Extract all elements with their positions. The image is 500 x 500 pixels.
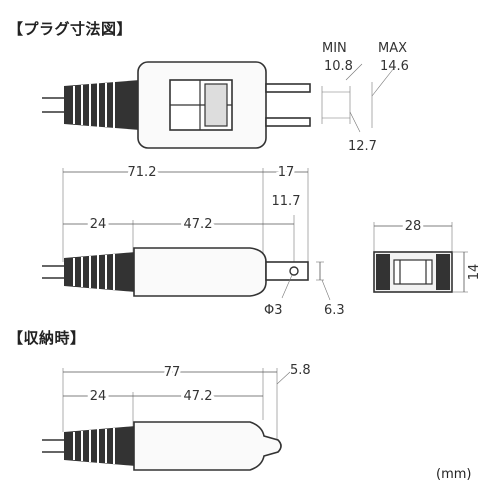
svg-text:77: 77	[164, 365, 181, 380]
plug-dimension-title: 【プラグ寸法図】	[8, 20, 133, 38]
blade-length: 17	[278, 165, 295, 180]
svg-text:24: 24	[90, 217, 107, 232]
svg-text:17: 17	[278, 165, 295, 180]
blade-width: 6.3	[324, 303, 345, 318]
stowed-title: 【収納時】	[8, 329, 86, 347]
stowed-total-length: 77	[164, 365, 181, 380]
total-length: 71.2	[128, 165, 157, 180]
body-section-length: 47.2	[184, 217, 213, 232]
unit-label: (mm)	[436, 467, 472, 482]
end-width: 28	[405, 219, 422, 234]
min-label: MIN	[322, 41, 347, 56]
svg-text:28: 28	[405, 219, 422, 234]
stowed-tip-length: 5.8	[290, 363, 311, 378]
cord-section-length: 24	[90, 217, 107, 232]
stowed-body	[133, 421, 282, 471]
svg-text:71.2: 71.2	[128, 165, 157, 180]
plug-top-view: MIN 10.8 MAX 14.6 12.7	[42, 41, 409, 154]
blade-end-length: 11.7	[272, 194, 301, 209]
side-blade	[265, 261, 309, 281]
end-height: 14	[467, 264, 482, 281]
stowed-view: 77 77 5.8 24 24 47.2 47.2	[42, 362, 311, 471]
strain-relief-boot	[64, 80, 140, 130]
stowed-body-section: 47.2	[184, 389, 213, 404]
plug-end-view: 28 28 14	[373, 216, 482, 293]
stowed-cord-section: 24	[90, 389, 107, 404]
svg-text:47.2: 47.2	[184, 217, 213, 232]
blade-gap-value: 12.7	[348, 139, 377, 154]
blade-upper	[265, 83, 311, 93]
boot-ribs	[73, 82, 115, 128]
blade-hole	[289, 266, 299, 276]
svg-text:47.2: 47.2	[184, 389, 213, 404]
max-value: 14.6	[380, 59, 409, 74]
max-label: MAX	[378, 41, 407, 56]
plug-side-view: 71.2 71.2 17 17 24 24 47.2 47.2 11.7 6.	[42, 162, 345, 318]
svg-text:24: 24	[90, 389, 107, 404]
min-value: 10.8	[324, 59, 353, 74]
side-body	[133, 247, 267, 297]
blade-lower	[265, 117, 311, 127]
plug-face-insert	[204, 83, 228, 127]
hole-diameter: Φ3	[264, 303, 283, 318]
